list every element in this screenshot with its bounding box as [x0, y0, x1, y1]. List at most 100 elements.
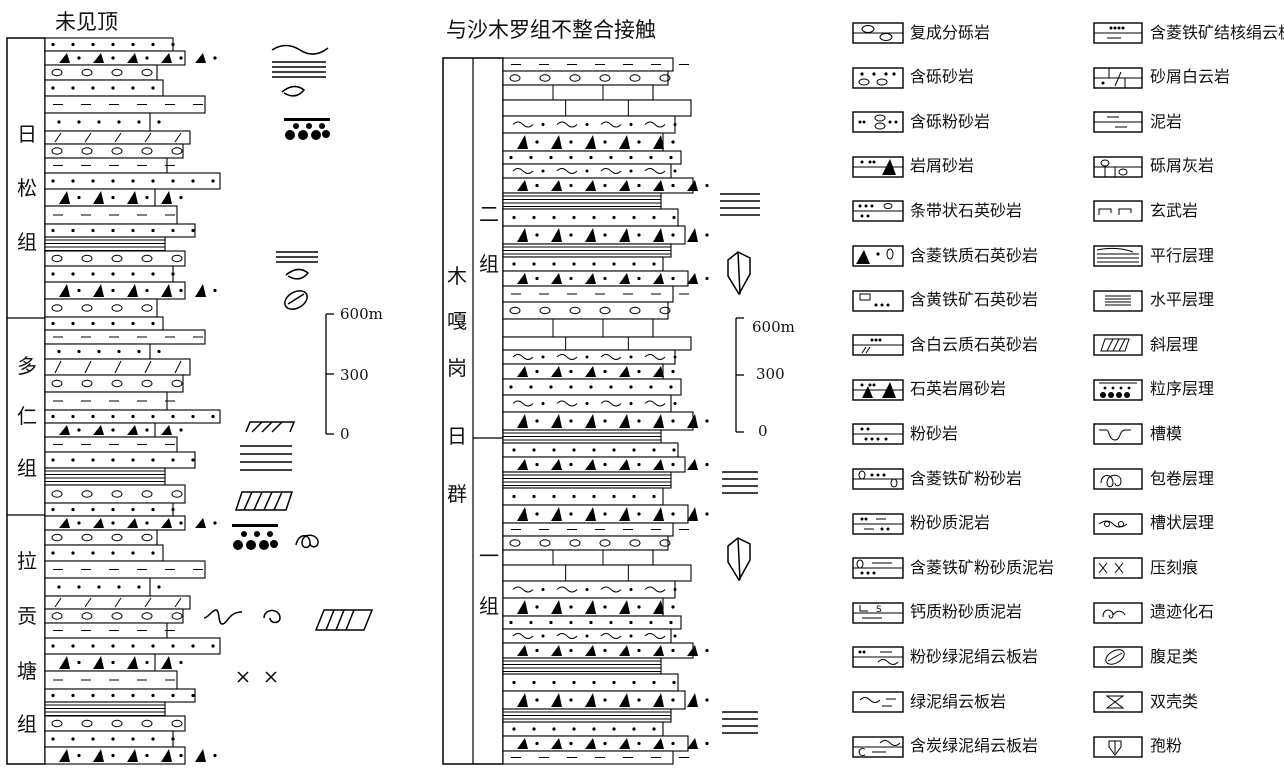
calcareous-silty-mudstone-icon: S — [852, 601, 904, 625]
col2-scale-300: 300 — [756, 365, 785, 383]
legend-label: 玄武岩 — [1150, 203, 1198, 220]
col2-scale-0: 0 — [758, 422, 768, 440]
col2-bed — [503, 286, 689, 302]
col2-structures — [720, 194, 760, 733]
legend-label: 岩屑砂岩 — [910, 158, 974, 175]
gastropod-icon — [1092, 645, 1144, 669]
col2-bed — [503, 443, 678, 457]
legend-label: 砾屑灰岩 — [1150, 158, 1214, 175]
legend-item-lithic-sandstone: 岩屑砂岩 — [852, 152, 974, 182]
col2-bed — [503, 658, 661, 674]
legend-label: 水平层理 — [1150, 292, 1214, 309]
legend-label: 石英岩屑砂岩 — [910, 381, 1006, 398]
legend-label: 双壳类 — [1150, 694, 1198, 711]
legend-label: 腹足类 — [1150, 649, 1198, 666]
col2-bed — [503, 598, 675, 616]
siltstone-icon — [852, 422, 904, 446]
legend-label: 含炭绿泥绢云板岩 — [910, 738, 1038, 755]
legend-item-pyritic-quartz-sandstone: 含黄铁矿石英砂岩 — [852, 286, 1038, 316]
quartz-lithic-sandstone-icon — [852, 378, 904, 402]
legend-item-flute-cast: 槽模 — [1092, 419, 1182, 449]
col2-bed — [503, 412, 709, 430]
carbonaceous-chlorite-sericite-slate-icon: C — [852, 735, 904, 759]
col2-bed — [503, 523, 689, 536]
group-label-2: 嘎 — [447, 305, 467, 334]
pyritic-quartz-sandstone-icon — [852, 289, 904, 313]
legend-label: 粒序层理 — [1150, 381, 1214, 398]
chlorite-sericite-slate-icon — [852, 690, 904, 714]
legend-item-polymictic-conglomerate: 复成分砾岩 — [852, 18, 990, 48]
legend-item-trace-fossil: 遗迹化石 — [1092, 598, 1214, 628]
legend-item-silty-chlorite-sericite-slate: 粉砂绿泥绢云板岩 — [852, 642, 1038, 672]
formation1-label-2: 组 — [479, 590, 499, 619]
bivalve-icon — [1092, 690, 1144, 714]
col2-bed — [503, 505, 709, 523]
calcirudite-icon — [1092, 155, 1144, 179]
legend-item-sporopollen: 孢粉 — [1092, 732, 1182, 762]
legend-item-calcareous-silty-mudstone: S 钙质粉砂质泥岩 — [852, 598, 1022, 628]
legend-label: 钙质粉砂质泥岩 — [910, 604, 1022, 621]
col2-bed — [503, 629, 677, 643]
legend-item-graded-bedding: 粒序层理 — [1092, 375, 1214, 405]
legend-item-pebbly-sandstone: 含砾砂岩 — [852, 63, 974, 93]
col2-bed — [503, 164, 677, 178]
legend-item-calcarenitic-dolomite: 砂屑白云岩 — [1092, 63, 1230, 93]
sporopollen-icon — [1092, 735, 1144, 759]
legend-item-quartz-lithic-sandstone: 石英岩屑砂岩 — [852, 375, 1006, 405]
col2-bed — [503, 751, 689, 764]
legend-item-basalt: 玄武岩 — [1092, 196, 1198, 226]
legend-item-mudstone: 泥岩 — [1092, 107, 1182, 137]
col2-scale-bar — [736, 318, 744, 432]
legend-item-gastropod: 腹足类 — [1092, 642, 1198, 672]
col2-bed — [503, 271, 709, 286]
col2-bed — [503, 193, 661, 209]
legend-item-siltstone: 粉砂岩 — [852, 419, 958, 449]
col2-bed — [503, 643, 709, 658]
legend-item-trough-bedding: 槽状层理 — [1092, 509, 1214, 539]
col2-beds — [503, 58, 709, 764]
col2-bed — [503, 736, 709, 751]
legend-label: 条带状石英砂岩 — [910, 203, 1022, 220]
svg-text:S: S — [876, 605, 882, 615]
col2-bed — [503, 116, 677, 133]
legend-label: 平行层理 — [1150, 248, 1214, 265]
groove-marks-icon — [1092, 556, 1144, 580]
siderite-nodule-sericite-slate-icon — [1092, 21, 1144, 45]
trace-fossil-icon — [1092, 601, 1144, 625]
legend-item-siderite-nodule-sericite-slate: 含菱铁矿结核绢云板岩 — [1092, 18, 1284, 48]
col2-bed — [503, 550, 653, 565]
legend-label: 粉砂岩 — [910, 426, 958, 443]
legend-item-parallel-bedding: 平行层理 — [1092, 241, 1214, 271]
legend-label: 含菱铁矿结核绢云板岩 — [1150, 25, 1284, 42]
basalt-icon — [1092, 199, 1144, 223]
legend-item-calcirudite: 砾屑灰岩 — [1092, 152, 1214, 182]
col2-bed — [503, 100, 691, 116]
legend-label: 含砾粉砂岩 — [910, 114, 990, 131]
legend-label: 含黄铁矿石英砂岩 — [910, 292, 1038, 309]
parallel-bedding-icon — [1092, 244, 1144, 268]
col2-bed — [503, 379, 681, 395]
col2-bed — [503, 536, 670, 550]
legend-label: 绿泥绢云板岩 — [910, 694, 1006, 711]
col2-bed — [503, 71, 670, 85]
col2-bed — [503, 616, 681, 629]
flute-cast-icon — [1092, 422, 1144, 446]
mudstone-icon — [1092, 110, 1144, 134]
group-label-4: 日 — [447, 420, 467, 449]
col2-bed — [503, 257, 663, 271]
graded-bedding-icon — [1092, 378, 1144, 402]
legend-item-siderite-silty-mudstone: 含菱铁矿粉砂质泥岩 — [852, 553, 1054, 583]
dolomitic-quartz-sandstone-icon — [852, 333, 904, 357]
legend-label: 斜层理 — [1150, 337, 1198, 354]
col2-bed — [503, 319, 653, 337]
col2-bed — [503, 58, 689, 71]
legend-label: 含菱铁质石英砂岩 — [910, 248, 1038, 265]
legend-item-silty-mudstone: 粉砂质泥岩 — [852, 509, 990, 539]
pebbly-sandstone-icon — [852, 66, 904, 90]
col2-bed — [503, 674, 678, 691]
legend-label: 粉砂绿泥绢云板岩 — [910, 649, 1038, 666]
col2-bed — [503, 722, 663, 736]
silty-mudstone-icon — [852, 512, 904, 536]
legend-label: 含砾砂岩 — [910, 69, 974, 86]
formation1-label-1: 一 — [479, 540, 499, 569]
